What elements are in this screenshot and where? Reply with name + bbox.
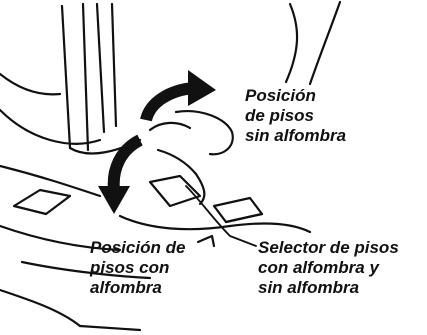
no-carpet-position-line-3: sin alfombra (245, 126, 347, 145)
carpet-position-label: Posición de pisos con alfombra (90, 238, 185, 298)
arrow-down-curve (107, 134, 144, 191)
selector-leader-line (185, 185, 257, 247)
hose-lines (284, 0, 342, 86)
no-carpet-position-label: Posición de pisos sin alfombra (245, 86, 346, 146)
vacuum-body (0, 2, 142, 216)
arrow-up-curve (140, 82, 195, 122)
arrow-up-head (188, 70, 216, 106)
hand-illustration (148, 110, 234, 206)
floor-selector-line-3: sin alfombra (258, 278, 360, 297)
carpet-position-line-1: Posición de (90, 238, 186, 257)
floor-selector-line-1: Selector de pisos (258, 238, 399, 257)
carpet-position-line-3: alfombra (90, 278, 162, 297)
vacuum-base (0, 174, 312, 332)
floor-selector-label: Selector de pisos con alfombra y sin alf… (258, 238, 399, 298)
floor-selector-line-2: con alfombra y (258, 258, 379, 277)
no-carpet-position-line-1: Posición (245, 86, 316, 105)
carpet-position-line-2: pisos con (90, 258, 170, 277)
no-carpet-position-line-2: de pisos (245, 106, 314, 125)
arrow-down-head (98, 186, 130, 214)
